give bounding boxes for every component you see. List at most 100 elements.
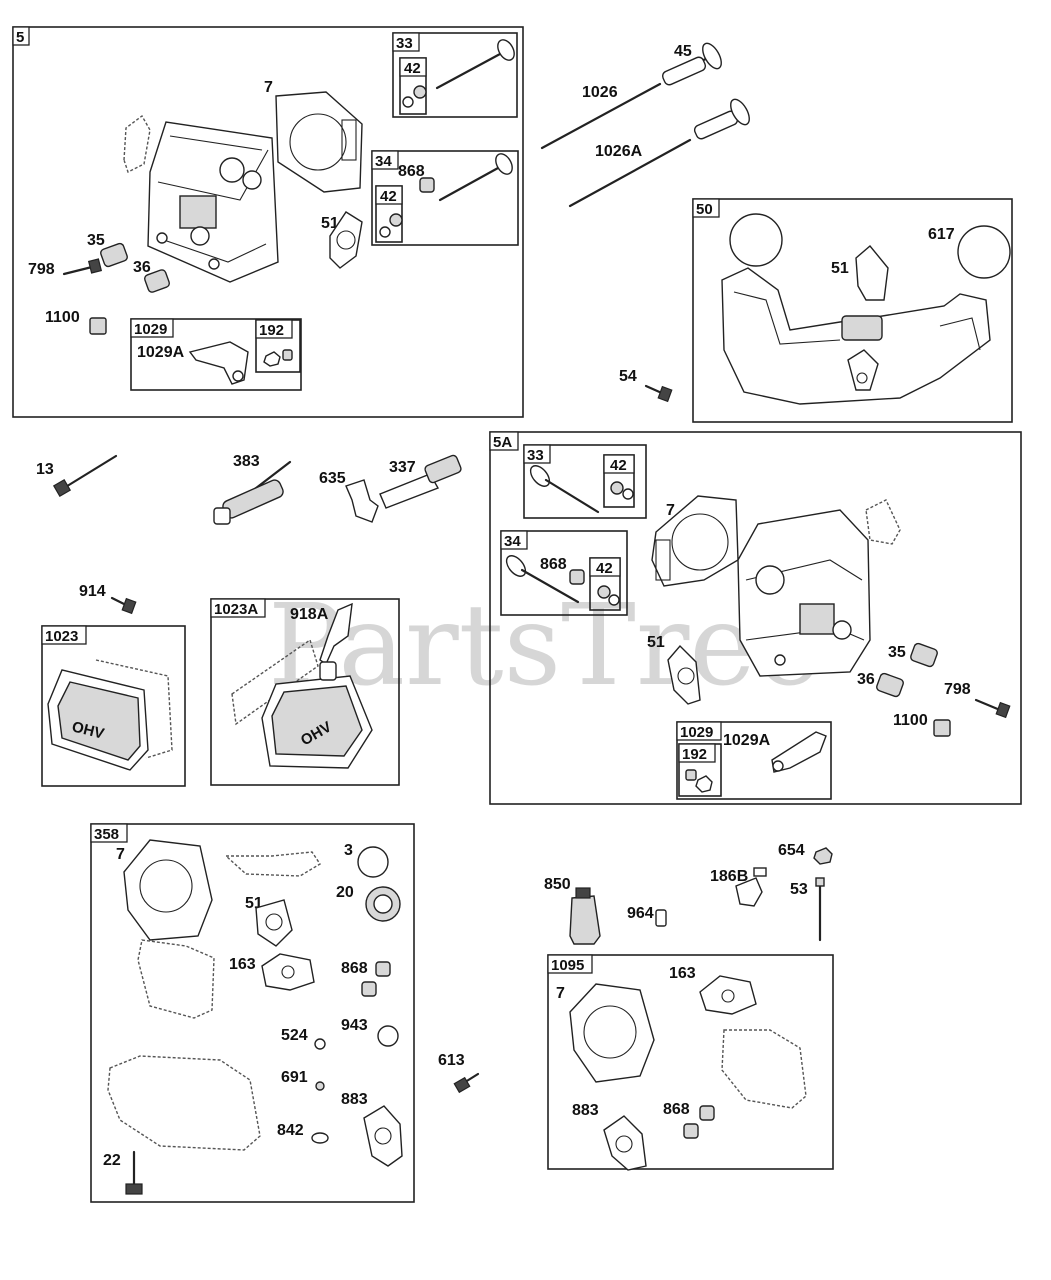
springs-bolts-part: [876, 642, 1011, 737]
bolt-914-part: 914: [79, 583, 137, 615]
valve-cover-part: OHV: [231, 638, 373, 769]
assembly-5-tag: 5: [16, 29, 24, 46]
assembly-1023A-tag: 1023A: [214, 601, 258, 618]
assembly-34-tag: 34: [375, 153, 392, 170]
assembly-5: 5 33 42 34 42 868 1029: [12, 26, 524, 418]
sealant-tube-part: 850: [544, 876, 601, 945]
gasket-set-part: [107, 839, 403, 1195]
label-337: 337: [389, 459, 416, 476]
label-163-1095: 163: [669, 965, 696, 982]
label-1100: 1100: [45, 309, 80, 326]
assembly-5A-tag: 5A: [493, 434, 512, 451]
valve-part: [402, 39, 515, 108]
label-163-358: 163: [229, 956, 256, 973]
gasket-part: [123, 114, 151, 173]
part-635: 635: [319, 470, 379, 523]
part-964: 964: [627, 905, 667, 927]
assembly-33-tag-5A: 33: [527, 447, 544, 464]
label-798: 798: [28, 261, 55, 278]
assembly-1029-tag-5A: 1029: [680, 724, 713, 741]
label-842: 842: [277, 1122, 304, 1139]
label-13: 13: [36, 461, 54, 478]
gasket-part: [865, 499, 901, 545]
label-883-1095: 883: [572, 1102, 599, 1119]
label-1029A-5A: 1029A: [723, 732, 771, 749]
watermark: PartsTree: [268, 581, 822, 711]
valve-part: [529, 465, 634, 514]
label-36: 36: [133, 259, 151, 276]
assembly-42-tag-5A: 42: [610, 457, 627, 474]
label-943: 943: [341, 1017, 368, 1034]
label-691: 691: [281, 1069, 308, 1086]
assembly-1095: 1095 7 163 883 868: [547, 954, 834, 1171]
assembly-1023-tag: 1023: [45, 628, 78, 645]
bolt-54-part: 54: [619, 368, 673, 403]
label-186B: 186B: [710, 868, 748, 885]
assembly-1023: 1023 OHV: [41, 625, 186, 787]
label-20: 20: [336, 884, 354, 901]
label-654: 654: [778, 842, 805, 859]
rocker-arm-part: [685, 731, 827, 793]
label-868-1095: 868: [663, 1101, 690, 1118]
intake-manifold-part: [721, 267, 991, 405]
label-54: 54: [619, 368, 637, 385]
assembly-42-tag-b: 42: [380, 188, 397, 205]
label-964: 964: [627, 905, 654, 922]
assembly-192-tag: 192: [259, 322, 284, 339]
label-45: 45: [674, 43, 692, 60]
label-7-358: 7: [116, 846, 125, 863]
cylinder-head-part: [147, 121, 279, 283]
spark-plug-part: 337: [379, 454, 462, 509]
valve-cover-part: OHV: [47, 659, 173, 771]
label-383: 383: [233, 453, 260, 470]
label-798-5A: 798: [944, 681, 971, 698]
assembly-34-tag-5A: 34: [504, 533, 521, 550]
label-850: 850: [544, 876, 571, 893]
assembly-1029-tag: 1029: [134, 321, 167, 338]
gasket-set-part: [569, 975, 807, 1171]
assembly-42-tag: 42: [404, 60, 421, 77]
part-383: 383: [213, 453, 292, 525]
cylinder-head-part: [737, 509, 871, 677]
label-36-5A: 36: [857, 671, 875, 688]
assembly-192-tag-5A: 192: [682, 746, 707, 763]
part-186B: 186B: [710, 867, 767, 907]
assembly-358-tag: 358: [94, 826, 119, 843]
assembly-33-tag: 33: [396, 35, 413, 52]
rocker-arm-part: [188, 341, 293, 385]
label-7-5A: 7: [666, 502, 675, 519]
head-gasket-part: [275, 91, 363, 193]
label-1100-5A: 1100: [893, 712, 928, 729]
springs-bolts-part: [62, 242, 170, 335]
assembly-1095-tag: 1095: [551, 957, 584, 974]
head-gasket-part: [651, 495, 739, 587]
part-654: 654: [778, 842, 833, 865]
label-35-5A: 35: [888, 644, 906, 661]
label-7-1095: 7: [556, 985, 565, 1002]
assembly-42-tag-5A-b: 42: [596, 560, 613, 577]
label-22: 22: [103, 1152, 121, 1169]
label-35: 35: [87, 232, 105, 249]
label-868-5A: 868: [540, 556, 567, 573]
assembly-1023A: 1023A 918A OHV: [210, 598, 400, 786]
label-914: 914: [79, 583, 106, 600]
assembly-358: 358 7 3 20 51 163 868 524 943 691 883 84…: [90, 823, 415, 1203]
label-1026A: 1026A: [595, 143, 643, 160]
assembly-50: 50 617 51: [692, 198, 1013, 423]
label-3: 3: [344, 842, 353, 859]
bolt-613-part: 613: [438, 1052, 480, 1094]
small-gasket-part: [329, 211, 363, 269]
label-524: 524: [281, 1027, 308, 1044]
label-617: 617: [928, 226, 955, 243]
assembly-50-tag: 50: [696, 201, 713, 218]
label-613: 613: [438, 1052, 465, 1069]
pushrods-part: 45 1026 1026A: [540, 42, 750, 208]
valve-part: [379, 153, 513, 238]
valve-part: [505, 555, 620, 606]
label-1026: 1026: [582, 84, 618, 101]
label-868: 868: [398, 163, 425, 180]
stud-53-part: 53: [790, 877, 825, 942]
assembly-5A: 5A 33 42 34 42 868 1029 19: [489, 431, 1022, 805]
label-635: 635: [319, 470, 346, 487]
